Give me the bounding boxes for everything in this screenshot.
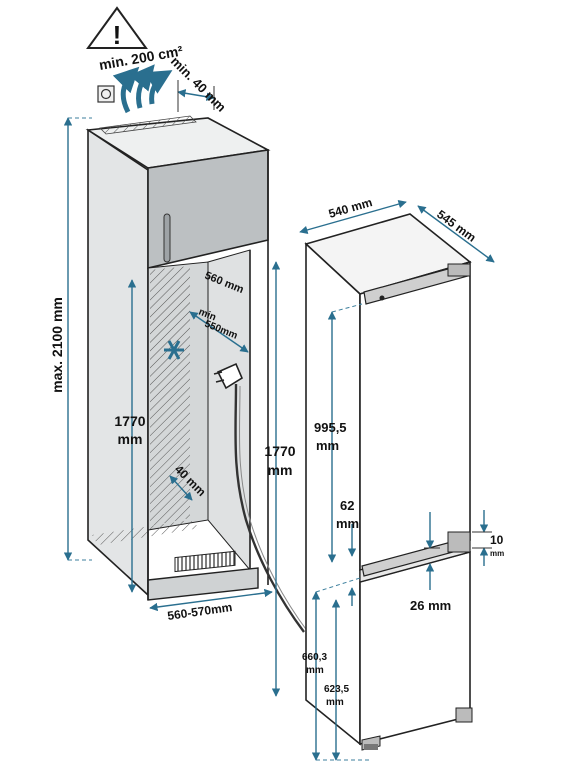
niche-plinth	[147, 567, 259, 601]
svg-text:1770: 1770	[264, 443, 295, 459]
ventilation-grille	[174, 550, 236, 573]
ventilation-arrows-icon	[112, 64, 173, 114]
svg-text:mm: mm	[490, 549, 504, 558]
gap-62-dimension: 62 mm	[336, 498, 359, 606]
svg-text:995,5: 995,5	[314, 420, 347, 435]
svg-text:560-570mm: 560-570mm	[166, 600, 233, 623]
svg-text:max. 2100 mm: max. 2100 mm	[49, 297, 65, 393]
svg-text:660,3: 660,3	[302, 652, 327, 663]
upper-cabinet-handle	[163, 213, 171, 263]
svg-text:mm: mm	[336, 516, 359, 531]
lower-660-dimension: 660,3 mm	[302, 577, 361, 761]
niche-height-dimension: 1770 mm	[114, 279, 146, 593]
power-plug-icon	[213, 362, 309, 633]
appliance	[304, 213, 473, 751]
svg-text:mm: mm	[118, 431, 143, 447]
appliance-lower-door	[359, 550, 471, 746]
svg-text:62: 62	[340, 498, 354, 513]
hinge-26-dimension: 26 mm	[410, 512, 451, 613]
svg-text:623,5: 623,5	[324, 684, 349, 695]
svg-text:mm: mm	[268, 462, 293, 478]
svg-text:!: !	[113, 20, 122, 50]
freezer-star-icon	[164, 340, 184, 360]
svg-text:mm: mm	[316, 438, 339, 453]
svg-text:1770: 1770	[114, 413, 145, 429]
appliance-height-dimension: 1770 mm	[264, 261, 296, 697]
top-gap-dimension: min. 40 mm	[168, 54, 229, 115]
hinge-10-dimension: 10 mm	[472, 510, 504, 566]
svg-text:min. 40 mm: min. 40 mm	[168, 54, 229, 115]
appliance-upper-door	[359, 260, 471, 572]
upper-door-height-dimension: 995,5 mm	[314, 303, 363, 563]
top-vent-strip	[99, 115, 197, 135]
bottom-hinge	[455, 707, 473, 723]
svg-text:10: 10	[490, 533, 504, 547]
warning-icon: !	[86, 6, 148, 50]
svg-text:mm: mm	[306, 665, 324, 676]
max-height-dimension: max. 2100 mm	[49, 117, 92, 561]
cabinet-niche	[85, 115, 271, 601]
niche-right-wall	[207, 249, 251, 572]
cabinet-left-side	[87, 128, 149, 597]
svg-text:26 mm: 26 mm	[410, 598, 451, 613]
lower-623-dimension: 623,5 mm	[324, 599, 349, 761]
wall-socket-icon	[97, 85, 115, 103]
svg-text:mm: mm	[326, 697, 344, 708]
niche-hatched-area	[150, 266, 190, 526]
